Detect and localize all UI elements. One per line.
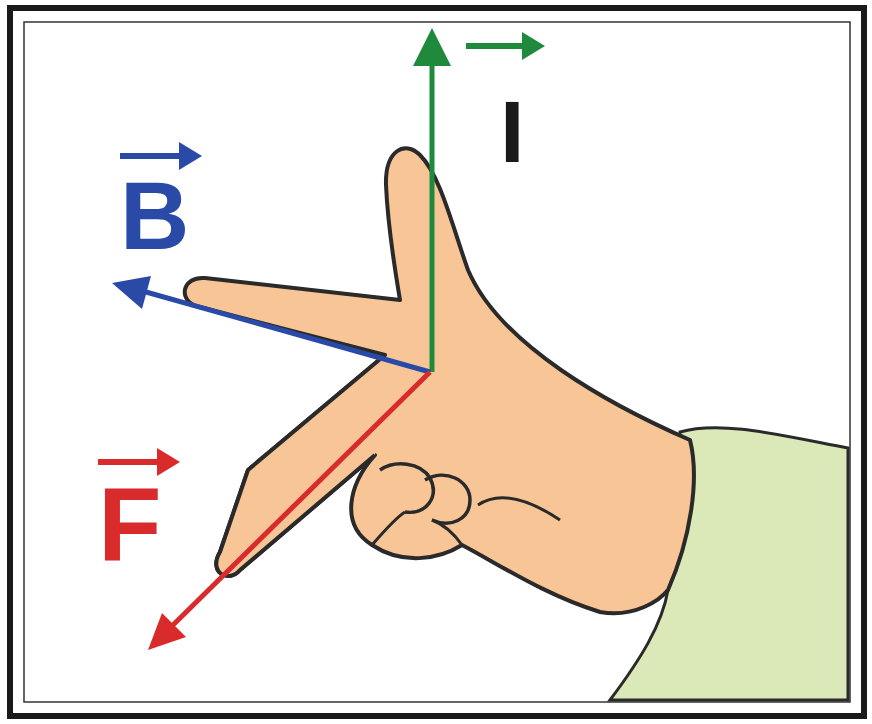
vector-sign bbox=[98, 459, 162, 465]
force-arrow bbox=[172, 372, 430, 626]
vector-sign bbox=[466, 43, 528, 49]
outer-frame bbox=[10, 8, 864, 716]
field-arrow bbox=[146, 292, 430, 372]
vector-label: I bbox=[500, 88, 524, 176]
inner-frame bbox=[24, 22, 850, 702]
vector-label: B bbox=[120, 168, 189, 264]
arrow-head bbox=[148, 613, 186, 650]
vector-sign bbox=[522, 32, 545, 60]
vector-label: F bbox=[98, 472, 162, 576]
middle-finger bbox=[216, 355, 385, 576]
hand bbox=[185, 148, 694, 613]
vector-sign bbox=[120, 153, 184, 159]
finger-crease bbox=[372, 512, 405, 545]
curled-finger bbox=[425, 475, 470, 523]
vector-sign bbox=[179, 142, 202, 170]
arrow-head bbox=[413, 28, 451, 66]
current-arrow bbox=[430, 60, 435, 372]
finger-crease bbox=[432, 520, 462, 545]
palm-line bbox=[478, 498, 560, 520]
arrow-head bbox=[112, 276, 151, 309]
curled-finger bbox=[380, 464, 433, 512]
